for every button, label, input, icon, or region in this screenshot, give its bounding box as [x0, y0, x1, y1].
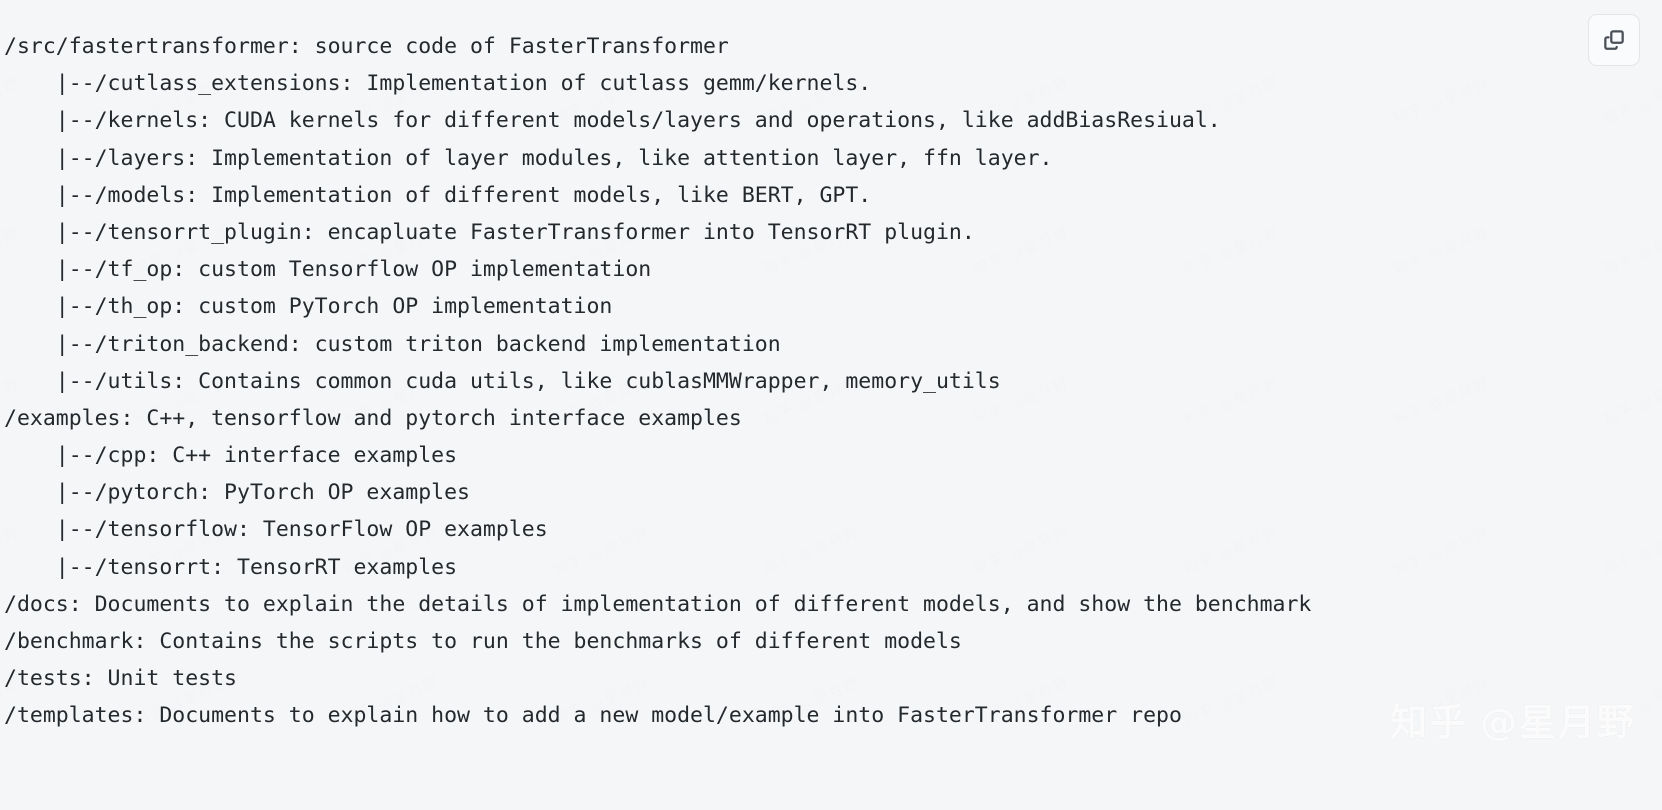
code-line: /templates: Documents to explain how to …	[4, 703, 1182, 729]
code-line: |--/kernels: CUDA kernels for different …	[4, 108, 1221, 134]
code-line: /tests: Unit tests	[4, 666, 237, 692]
code-line: |--/th_op: custom PyTorch OP implementat…	[4, 294, 613, 320]
copy-code-button[interactable]	[1588, 14, 1640, 66]
code-line: |--/models: Implementation of different …	[4, 182, 872, 208]
code-content[interactable]: /src/fastertransformer: source code of F…	[0, 0, 1662, 735]
code-line: |--/tensorrt: TensorRT examples	[4, 554, 458, 580]
code-text: /src/fastertransformer: source code of F…	[0, 28, 1662, 735]
code-line: |--/layers: Implementation of layer modu…	[4, 145, 1053, 171]
code-line: |--/tf_op: custom Tensorflow OP implemen…	[4, 257, 652, 283]
code-line: /docs: Documents to explain the details …	[4, 591, 1312, 617]
code-line: |--/tensorrt_plugin: encapluate FasterTr…	[4, 219, 975, 245]
code-line: |--/triton_backend: custom triton backen…	[4, 331, 781, 357]
code-line: |--/cutlass_extensions: Implementation o…	[4, 71, 872, 97]
code-line: /examples: C++, tensorflow and pytorch i…	[4, 405, 742, 431]
code-line: /src/fastertransformer: source code of F…	[4, 34, 729, 59]
code-line: |--/tensorflow: TensorFlow OP examples	[4, 517, 548, 543]
copy-icon	[1601, 27, 1627, 53]
code-line: |--/cpp: C++ interface examples	[4, 443, 458, 469]
code-line: |--/pytorch: PyTorch OP examples	[4, 480, 470, 506]
code-line: |--/utils: Contains common cuda utils, l…	[4, 368, 1001, 394]
code-line: /benchmark: Contains the scripts to run …	[4, 629, 962, 654]
